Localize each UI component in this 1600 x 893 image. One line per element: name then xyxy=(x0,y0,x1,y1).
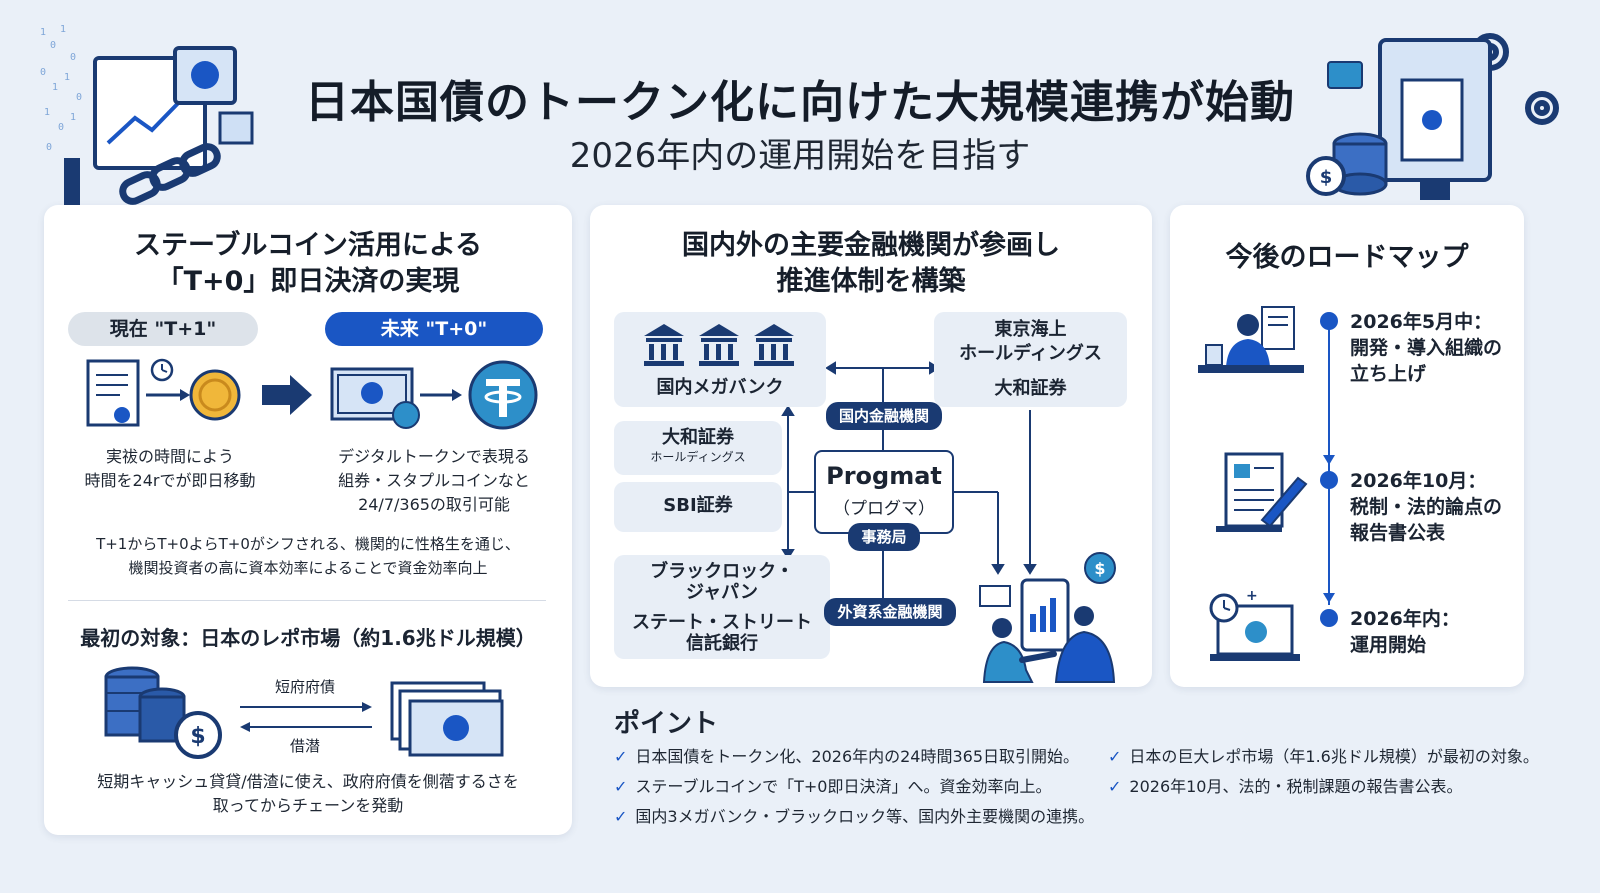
arrow-right-icon xyxy=(262,375,312,415)
roadmap-timeline xyxy=(1323,320,1335,605)
roadmap-item-1: 2026年5月中：開発・導入組織の立ち上げ xyxy=(1350,311,1503,385)
secretariat-tag: 事務局 xyxy=(848,523,920,551)
laptop-token-icon: + xyxy=(1209,588,1300,661)
svg-text:0: 0 xyxy=(76,92,82,103)
banknote-icon xyxy=(390,681,504,757)
foreign-institutions-tag: 外資系金融機関 xyxy=(824,598,956,626)
chat-bubble-icon xyxy=(1327,61,1363,89)
svg-text:1: 1 xyxy=(44,107,50,118)
megabank-label: 国内メガバンク xyxy=(656,377,784,398)
roadmap-title: 今後のロードマップ xyxy=(1225,242,1469,273)
points-heading: ポイント xyxy=(614,709,719,739)
blackrock-label: ブラックロック・ジャパン xyxy=(650,561,794,603)
point-item-5: ✓2026年10月、法的・税制課題の報告書公表。 xyxy=(1108,777,1463,796)
roadmap-item-3: 2026年内：運用開始 xyxy=(1350,608,1460,656)
daiwa-securities-label: 大和証券 xyxy=(994,378,1067,399)
roadmap-dot-1 xyxy=(1320,312,1338,330)
report-icon xyxy=(1216,452,1308,532)
bank-icon xyxy=(644,324,794,366)
state-street-label: ステート・ストリート信託銀行 xyxy=(632,612,812,654)
svg-text:1: 1 xyxy=(70,112,76,123)
svg-text:$: $ xyxy=(1094,559,1105,578)
coin-icon xyxy=(189,369,241,421)
sbi-securities-label: SBI証券 xyxy=(663,495,733,516)
svg-text:$: $ xyxy=(1320,167,1333,188)
monitor-document-icon xyxy=(1378,38,1492,200)
current-t1-pill: 現在 "T+1" xyxy=(68,312,258,346)
svg-text:1: 1 xyxy=(60,24,66,35)
svg-text:0: 0 xyxy=(58,122,64,133)
progmat-kana-label: （プログマ） xyxy=(833,499,935,519)
first-target-heading: 最初の対象：日本のレポ市場（約1.6兆ドル規模） xyxy=(80,626,536,650)
current-t1-description: 実祓の時間によう時間を24rでが即日移動 xyxy=(84,447,256,490)
svg-text:0: 0 xyxy=(40,67,46,78)
repo-arrow-label-bottom: 借潜 xyxy=(289,737,320,755)
repo-market-diagram: $ xyxy=(104,666,504,759)
t1-t0-flow-diagram xyxy=(86,358,538,430)
page-subtitle: 2026年内の運用開始を目指す xyxy=(569,136,1031,176)
tokio-marine-label: 東京海上ホールディングス xyxy=(959,319,1102,364)
point-item-2: ✓ステーブルコインで「T+0即日決済」へ。資金効率向上。 xyxy=(614,777,1052,796)
check-icon: ✓ xyxy=(614,777,628,796)
daiwa-holdings-box xyxy=(614,421,782,475)
foreign-institutions-box xyxy=(614,555,830,659)
card-divider xyxy=(68,600,546,601)
tokio-daiwa-box xyxy=(934,312,1127,407)
bar-block-icon xyxy=(64,158,80,208)
point-item-4: ✓日本の巨大レポ市場（年1.6兆ドル規模）が最初の対象。 xyxy=(1108,747,1539,766)
progmat-box xyxy=(814,450,954,534)
domestic-institutions-tag: 国内金融機関 xyxy=(826,402,942,430)
svg-text:0: 0 xyxy=(70,52,76,63)
check-icon: ✓ xyxy=(614,807,628,826)
roadmap-dot-3 xyxy=(1320,609,1338,627)
chain-icon xyxy=(119,143,221,205)
future-t0-pill: 未来 "T+0" xyxy=(325,312,543,346)
coin-stack-icon: $ xyxy=(1306,132,1388,196)
token-icon xyxy=(468,360,538,430)
institution-connectors xyxy=(781,361,1037,600)
institutions-card-title: 国内外の主要金融機関が参画し推進体制を構築 xyxy=(682,230,1060,297)
progmat-label: Progmat xyxy=(826,462,942,490)
point-item-3: ✓国内3メガバンク・ブラックロック等、国内外主要機関の連携。 xyxy=(614,807,1095,826)
check-icon: ✓ xyxy=(1108,777,1122,796)
handshake-icon: $ xyxy=(979,552,1116,683)
svg-text:1: 1 xyxy=(52,82,58,93)
laptop-chart-icon xyxy=(93,46,254,170)
t0-efficiency-note: T+1からT+0よらT+0がシフされる、機関的に性格生を通じ、機関投資者の高に資… xyxy=(96,535,520,577)
svg-text:1: 1 xyxy=(64,72,70,83)
coin-stack-icon: $ xyxy=(104,666,222,759)
presenter-icon xyxy=(1198,306,1304,373)
svg-text:0: 0 xyxy=(46,142,52,153)
repo-description: 短期キャッシュ貸貸/借渣に使え、政府府債を側蓿するさを取ってからチェーンを発動 xyxy=(97,772,519,815)
roadmap-item-2: 2026年10月：税制・法的論点の報告書公表 xyxy=(1350,470,1503,544)
svg-text:1: 1 xyxy=(40,27,46,38)
roadmap-dot-2 xyxy=(1320,471,1338,489)
document-icon xyxy=(86,359,140,427)
daiwa-holdings-label: 大和証券 ホールディングス xyxy=(650,427,746,464)
banknote-icon xyxy=(330,367,420,429)
clock-icon xyxy=(150,358,174,382)
repo-arrow-label-top: 短府府債 xyxy=(274,678,335,696)
svg-text:$: $ xyxy=(190,724,205,749)
t0-card-title: ステーブルコイン活用による「T+0」即日決済の実現 xyxy=(133,230,483,297)
sbi-box xyxy=(614,482,782,532)
svg-text:+: + xyxy=(1246,588,1258,604)
page-title: 日本国債のトークン化に向けた大規模連携が始動 xyxy=(305,77,1295,128)
point-item-1: ✓日本国債をトークン化、2026年内の24時間365日取引開始。 xyxy=(614,747,1080,766)
check-icon: ✓ xyxy=(1108,747,1122,766)
svg-text:0: 0 xyxy=(50,40,56,51)
check-icon: ✓ xyxy=(614,747,628,766)
